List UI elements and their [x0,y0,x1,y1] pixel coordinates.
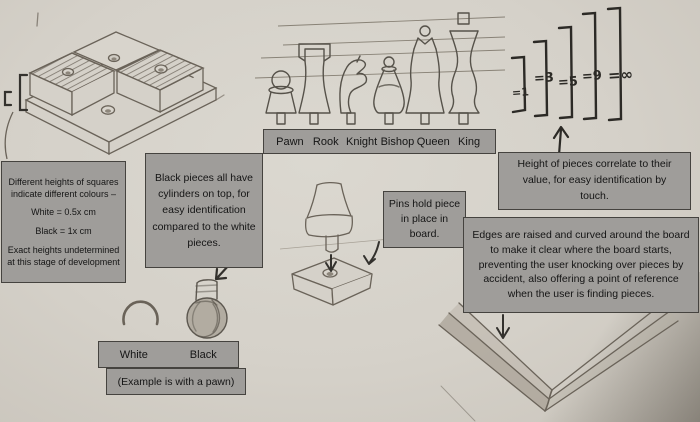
board-squares-sketch [3,12,225,160]
height-guide-lines [254,16,505,79]
note-text: Edges are raised and curved around the b… [472,228,690,301]
black-pieces-note: Black pieces all have cylinders on top, … [145,153,263,268]
note-text: (Example is with a pawn) [117,375,235,388]
note-text: Pins hold piece in place in board. [388,197,461,241]
down-arrow-icon [325,254,337,272]
king-sketch [448,12,480,125]
note-text: Height of pieces correlate to their valu… [517,158,672,202]
note-line: Exact heights undetermined at this stage… [7,245,120,268]
up-arrow-icon [552,125,570,157]
pawn-examples-sketch [122,263,231,339]
piece-labels-bar: Pawn Rook Knight Bishop Queen King [263,129,496,154]
rook-sketch [298,43,331,125]
piece-label-rook: Rook [312,135,339,148]
edges-note: Edges are raised and curved around the b… [463,217,699,313]
piece-value-pawn: =1 [511,85,530,100]
edge-arrow-icon [496,314,510,339]
piece-value-rook: =3 [533,70,555,87]
piece-value-bishop: =5 [557,74,579,91]
piece-value-king: =∞ [607,65,634,85]
bishop-sketch [373,56,405,125]
queen-sketch [405,25,445,125]
knight-sketch [339,55,368,125]
white-height-rule: White = 0.5x cm [31,206,96,217]
black-height-rule: Black = 1x cm [35,226,92,236]
piece-value-queen: =9 [581,68,603,85]
example-note: (Example is with a pawn) [106,368,246,395]
piece-label-knight: Knight [345,135,378,148]
pins-note: Pins hold piece in place in board. [383,191,466,248]
value-brackets-sketch [510,6,623,157]
piece-label-pawn: Pawn [276,135,304,148]
leader-line [4,111,14,160]
note-line: Different heights of squares indicate di… [8,176,119,199]
height-value-note: Height of pieces correlate to their valu… [498,152,691,210]
pawn-sketch [265,70,297,125]
white-pawn-sketch [122,300,159,326]
piece-label-king: King [458,135,481,148]
square-heights-note: Different heights of squares indicate di… [1,161,126,283]
chess-pieces-sketch [254,12,505,125]
piece-label-bishop: Bishop [380,135,415,148]
black-pawn-label: Black [189,348,217,361]
black-pawn-sketch [186,279,228,339]
board-corner-sketch [438,302,679,422]
pins-box-arrow-icon [363,241,380,265]
piece-label-queen: Queen [416,135,450,148]
pawn-color-labels-bar: White Black [98,341,239,368]
pin-piece-sketch [279,181,391,306]
white-pawn-label: White [119,348,148,361]
height-bracket-icon [3,73,29,112]
note-text: Black pieces all have cylinders on top, … [152,171,256,249]
